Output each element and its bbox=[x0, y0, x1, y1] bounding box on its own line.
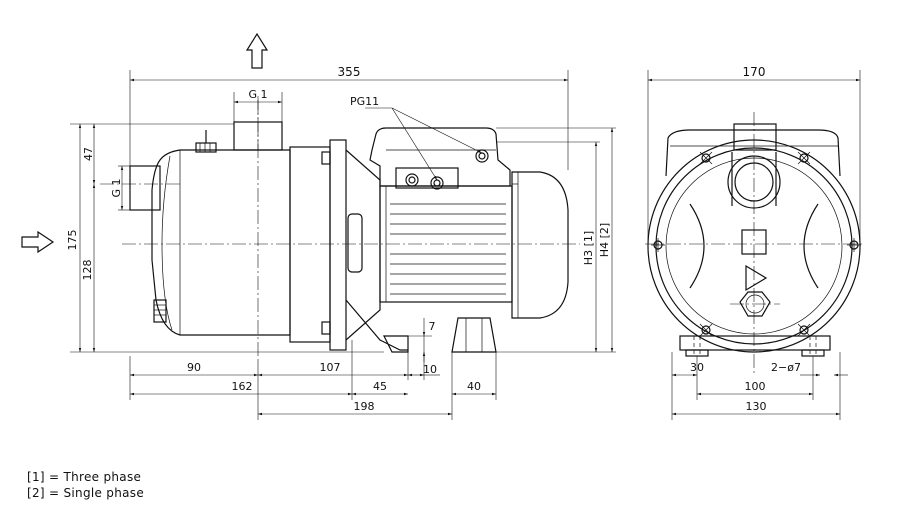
dim-100: 100 bbox=[745, 380, 766, 393]
motor-fins bbox=[390, 203, 506, 295]
dim-45: 45 bbox=[373, 380, 387, 393]
front-view bbox=[645, 112, 865, 375]
flow-arrow-inlet bbox=[21, 230, 55, 254]
dim-g1-top: G 1 bbox=[248, 88, 267, 101]
dim-10: 10 bbox=[423, 363, 437, 376]
dim-128: 128 bbox=[81, 260, 94, 281]
dimension-labels: 355 G 1 PG11 47 G 1 175 128 H3 [1] H4 [2… bbox=[66, 65, 801, 413]
side-view-dimensions bbox=[70, 70, 616, 420]
dim-162: 162 bbox=[232, 380, 253, 393]
dim-198: 198 bbox=[354, 400, 375, 413]
dim-170: 170 bbox=[743, 65, 766, 79]
legend-single-phase: [2] = Single phase bbox=[27, 486, 144, 500]
dim-175: 175 bbox=[66, 230, 79, 251]
dim-355: 355 bbox=[338, 65, 361, 79]
label-pg11: PG11 bbox=[350, 95, 379, 108]
flange-bolts bbox=[651, 151, 861, 337]
flow-arrow-outlet bbox=[245, 32, 269, 69]
dim-g1-side: G 1 bbox=[110, 178, 123, 197]
dim-2x7: 2−ø7 bbox=[771, 361, 801, 374]
dim-40: 40 bbox=[467, 380, 481, 393]
dim-7: 7 bbox=[429, 320, 436, 333]
legend-three-phase: [1] = Three phase bbox=[27, 470, 142, 484]
dim-h3: H3 [1] bbox=[582, 231, 595, 265]
side-view bbox=[100, 96, 580, 360]
dim-107: 107 bbox=[320, 361, 341, 374]
dim-30: 30 bbox=[690, 361, 704, 374]
dim-h4: H4 [2] bbox=[598, 223, 611, 257]
dim-90: 90 bbox=[187, 361, 201, 374]
front-view-dimensions bbox=[647, 70, 861, 420]
dim-130: 130 bbox=[746, 400, 767, 413]
dim-47: 47 bbox=[82, 147, 95, 161]
